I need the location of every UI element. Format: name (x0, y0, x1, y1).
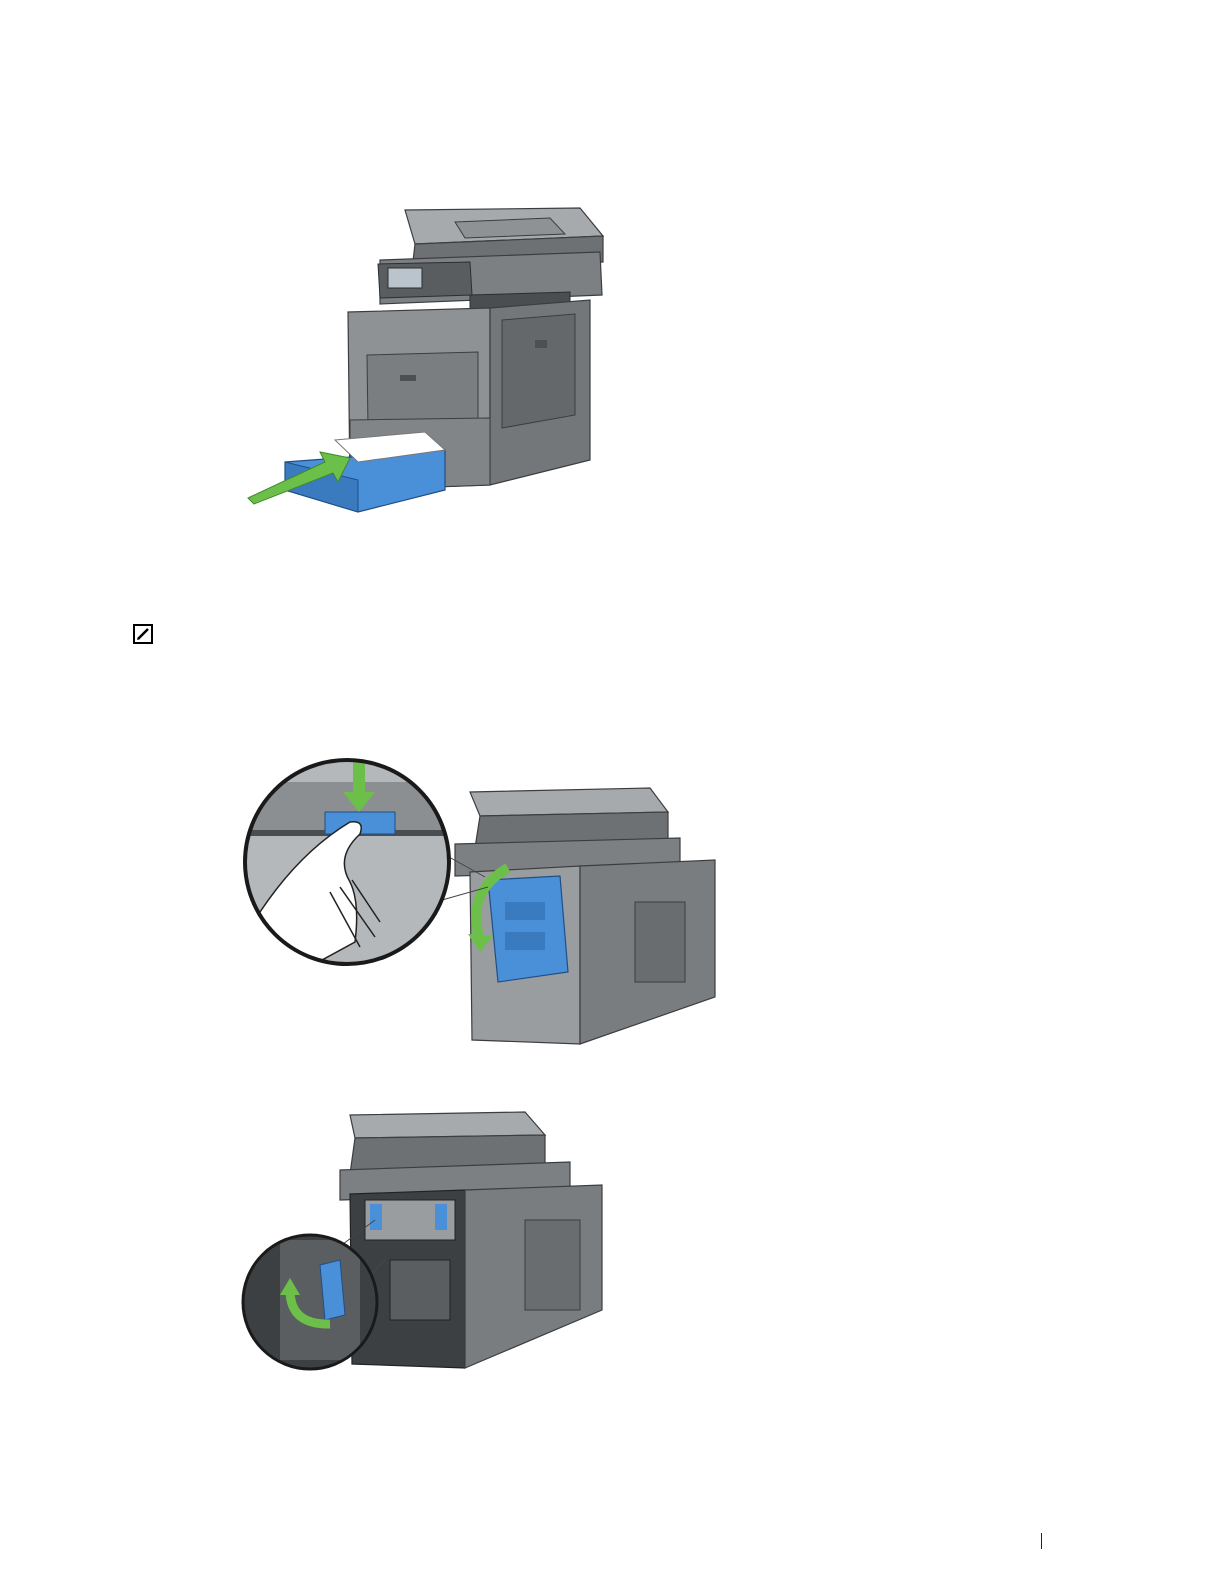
insert-tray-illustration (240, 200, 620, 520)
open-rear-cover-illustration (240, 752, 725, 1052)
pencil-note-icon (133, 624, 153, 644)
footer-separator (1041, 1533, 1042, 1549)
fuser-lever-illustration (240, 1100, 610, 1390)
